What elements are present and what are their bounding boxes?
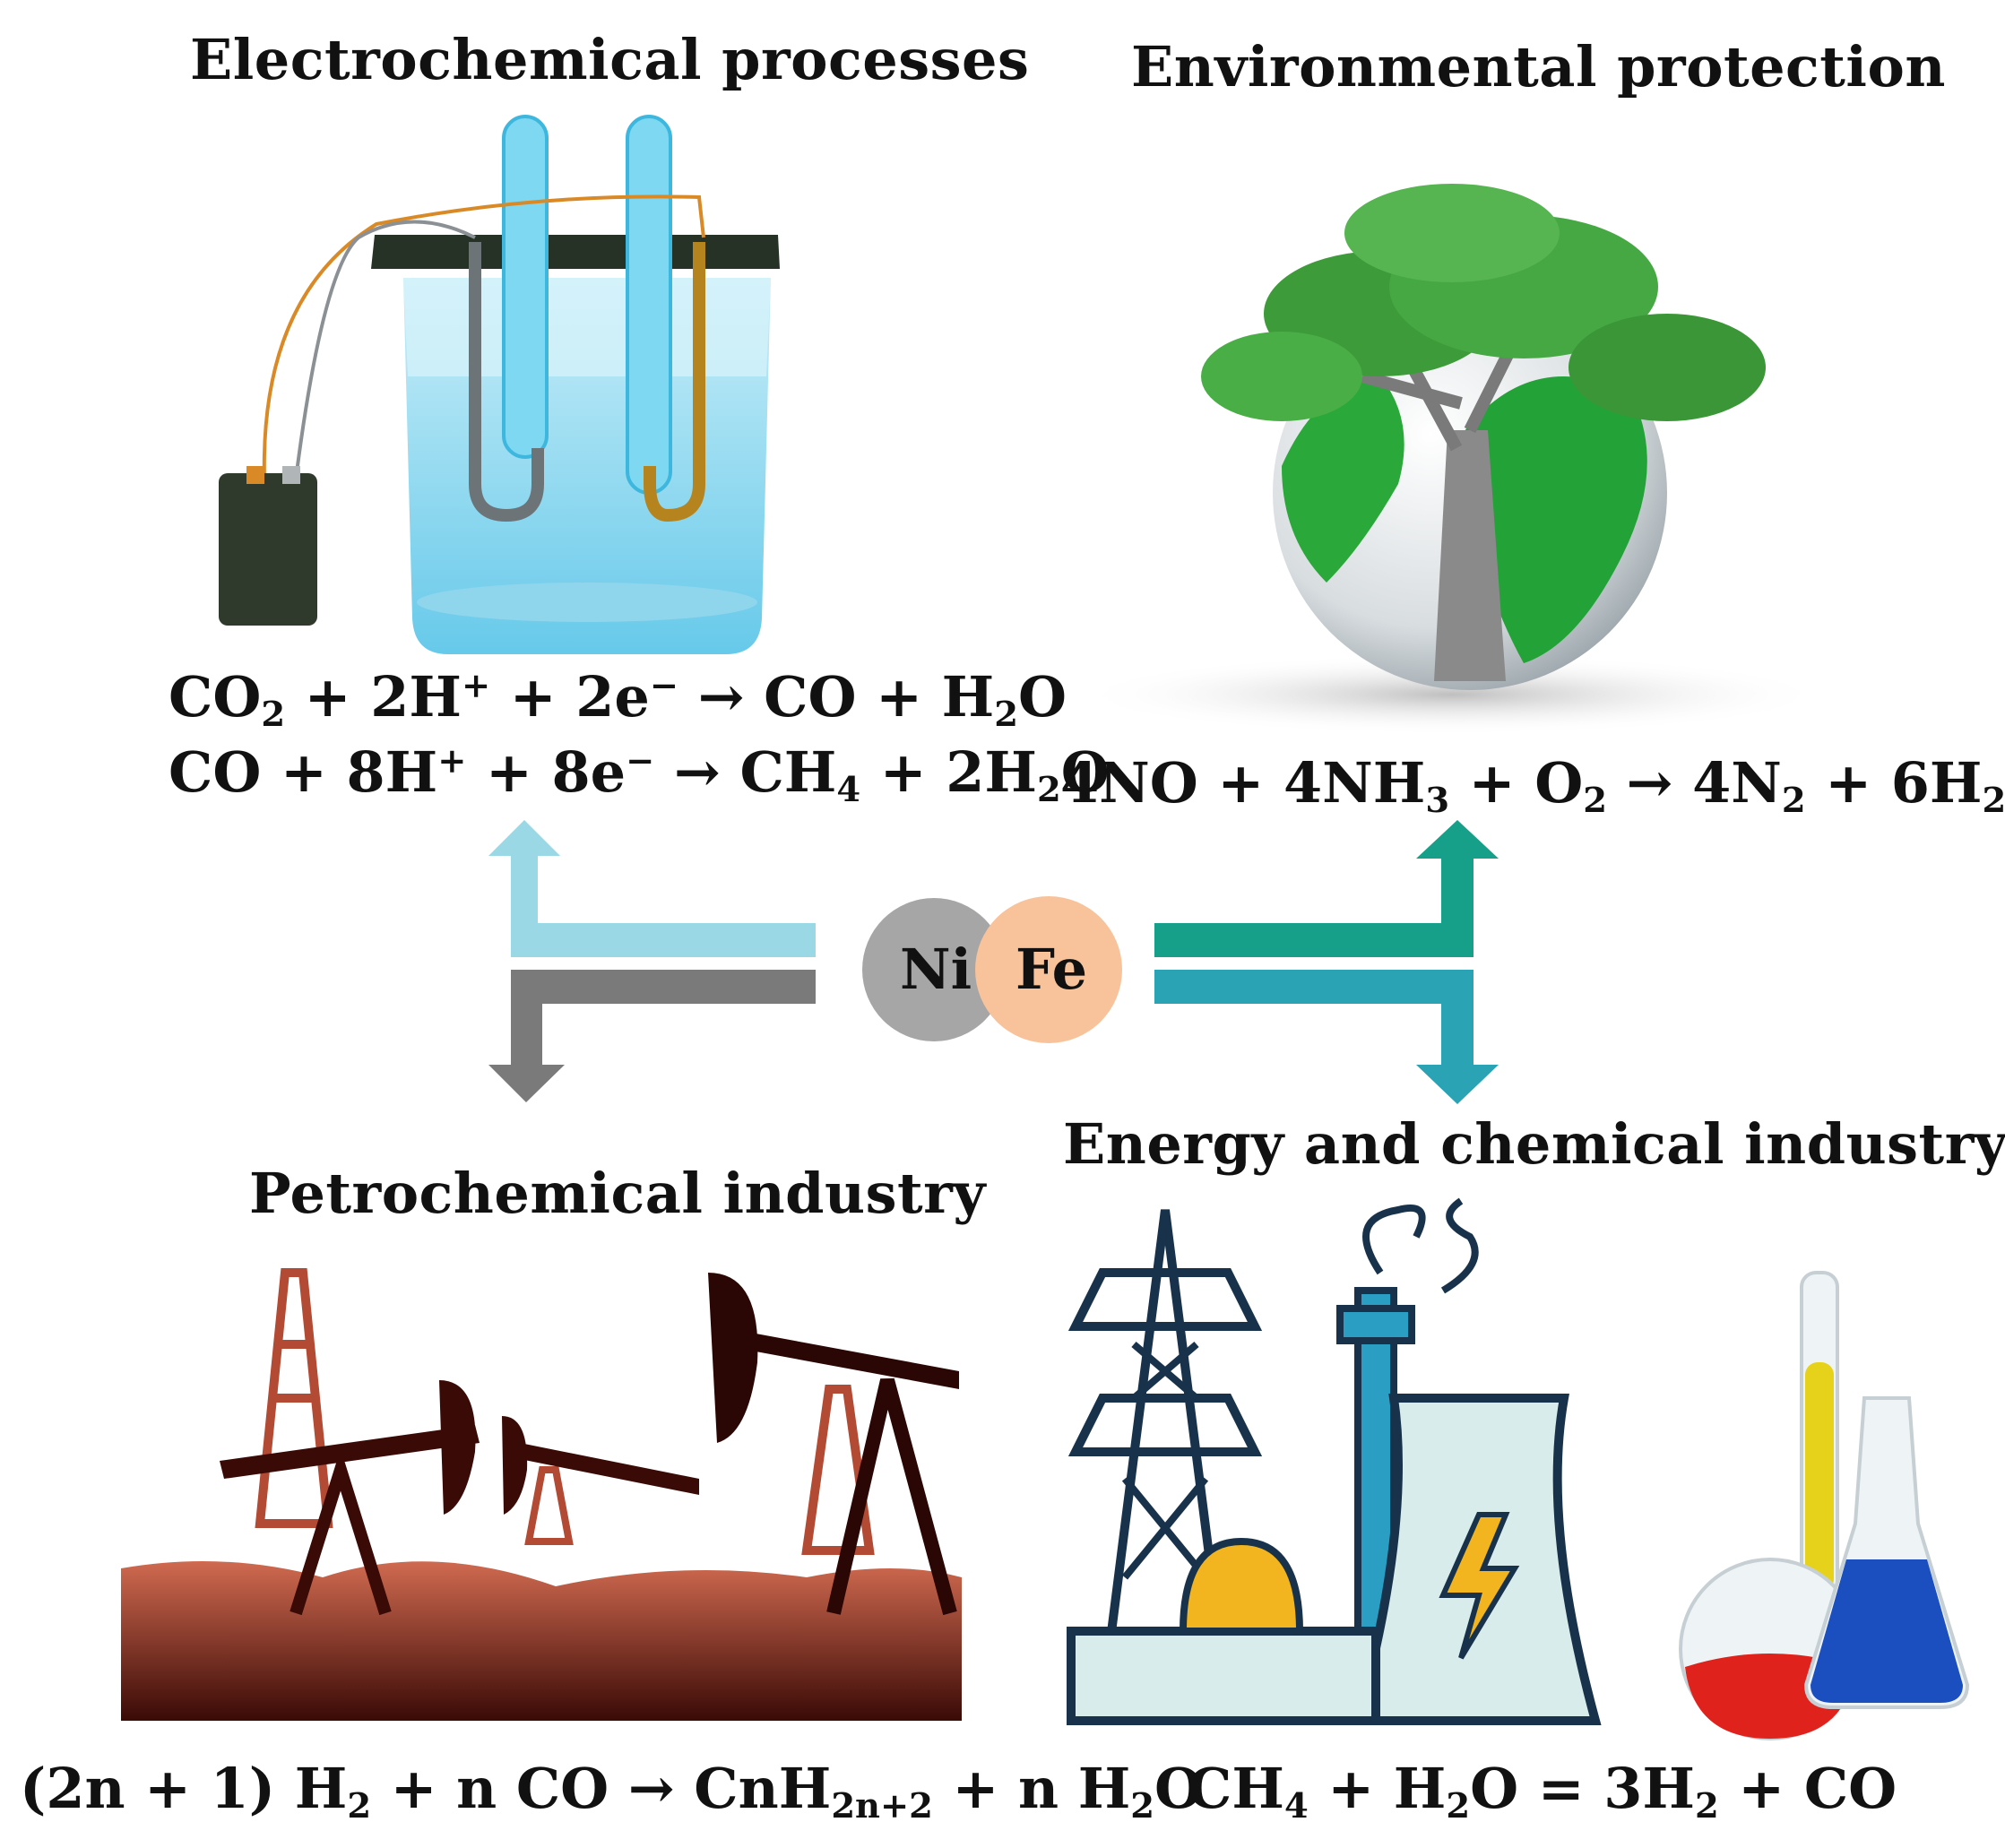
energy-equation: CH4 + H2O = 3H2 + CO [1188,1756,1897,1826]
electrochemical-title: Electrochemical processes [190,27,1030,92]
fe-label: Fe [1015,937,1088,1002]
arrow-electrochemical [488,820,816,957]
electrochemical-equation-2: CO + 8H+ + 8e− → CH4 + 2H2O [169,739,1110,810]
electrochemical-equation-1: CO2 + 2H+ + 2e− → CO + H2O [169,664,1067,735]
ni-label: Ni [900,937,972,1002]
energy-title: Energy and chemical industry [1063,1111,2005,1177]
environmental-title: Environmental protection [1131,34,1946,99]
petrochemical-title: Petrochemical industry [249,1161,986,1226]
arrow-petrochemical [488,970,816,1102]
arrow-energy [1154,970,1499,1104]
power-plant-flask-icon [1067,1197,1970,1740]
ni-node [862,898,1006,1041]
arrow-environmental [1154,820,1499,957]
globe-tree-icon [1076,184,1828,735]
environmental-equation: 4NO + 4NH3 + O2 → 4N2 + 6H2O [1060,750,2005,821]
electrolysis-cell-icon [219,115,780,654]
petrochemical-equation: (2n + 1) H2 + n CO → CnH2n+2 + n H2O [20,1756,1204,1826]
oil-pumpjack-silhouette-icon [121,1268,962,1721]
fe-node [975,896,1122,1043]
